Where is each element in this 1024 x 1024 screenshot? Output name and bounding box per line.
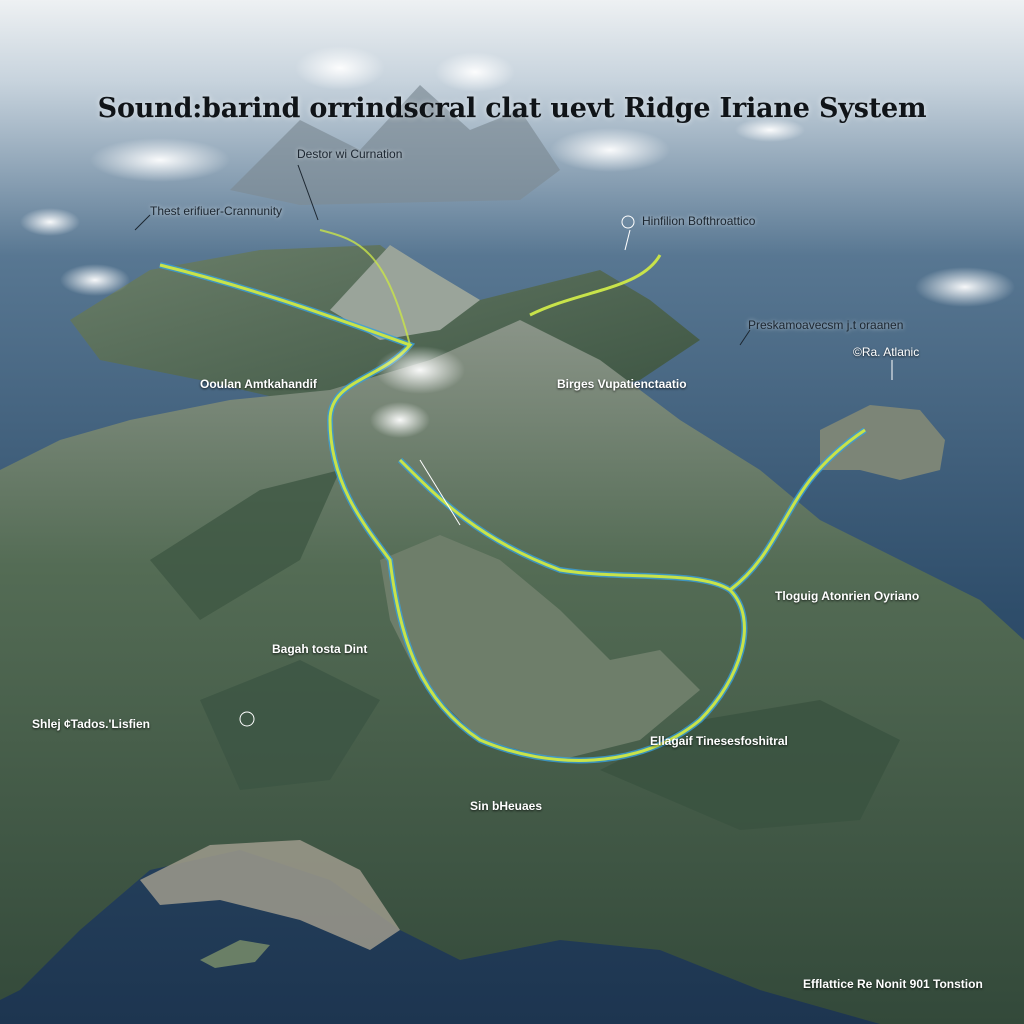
footer-caption: Efflattice Re Nonit 901 Tonstion (803, 977, 983, 991)
label-hinfilion: Hinfilion Bofthroattico (642, 214, 756, 228)
label-thest: Thest erifiuer-Crannunity (150, 204, 283, 218)
leader-line (134, 214, 151, 231)
label-shlej: Shlej ¢Tados.'Lisfien (32, 717, 150, 731)
label-bagah: Bagah tosta Dint (272, 642, 368, 656)
ridge-shade-1 (150, 470, 340, 620)
north-peak (330, 245, 480, 340)
label-ra-atlanic: ©Ra. Atlanic (853, 345, 920, 359)
south-bay-town (140, 840, 400, 950)
location-marker (239, 711, 255, 727)
cloud (295, 46, 385, 90)
east-peninsula (820, 405, 945, 480)
leader-line (297, 164, 319, 221)
cloud (90, 138, 230, 182)
cloud (60, 264, 130, 296)
location-marker (621, 215, 635, 229)
label-sin: Sin bHeuaes (470, 799, 543, 813)
cloud (550, 128, 670, 172)
leader-line (624, 229, 631, 251)
cloud (915, 267, 1015, 307)
cloud (375, 346, 465, 394)
route-west-branch (319, 229, 411, 346)
label-destor: Destor wi Curnation (297, 147, 403, 161)
cloud (435, 52, 515, 92)
route-north-branch (529, 254, 662, 317)
ridge-shade-3 (200, 660, 380, 790)
cloud (370, 402, 430, 438)
label-tloguig: Tloguig Atonrien Oyriano (775, 589, 920, 603)
map-title: Sound:barind orrindscral clat uevt Ridge… (97, 93, 927, 124)
label-preskamo: Preskamoavecsm j.t oraanen (748, 318, 904, 332)
distant-range (230, 85, 560, 205)
central-peak (380, 535, 700, 760)
cloud (20, 208, 80, 236)
label-ellagaif: Ellagaif Tinesesfoshitral (650, 734, 788, 748)
cloud (735, 118, 805, 142)
label-birges: Birges Vupatienctaatio (557, 377, 687, 391)
small-island (200, 940, 270, 968)
leader-line (419, 459, 461, 526)
ridge-shade-2 (600, 700, 900, 830)
leader-line (739, 329, 751, 346)
label-ooulan: Ooulan Amtkahandif (200, 377, 317, 391)
